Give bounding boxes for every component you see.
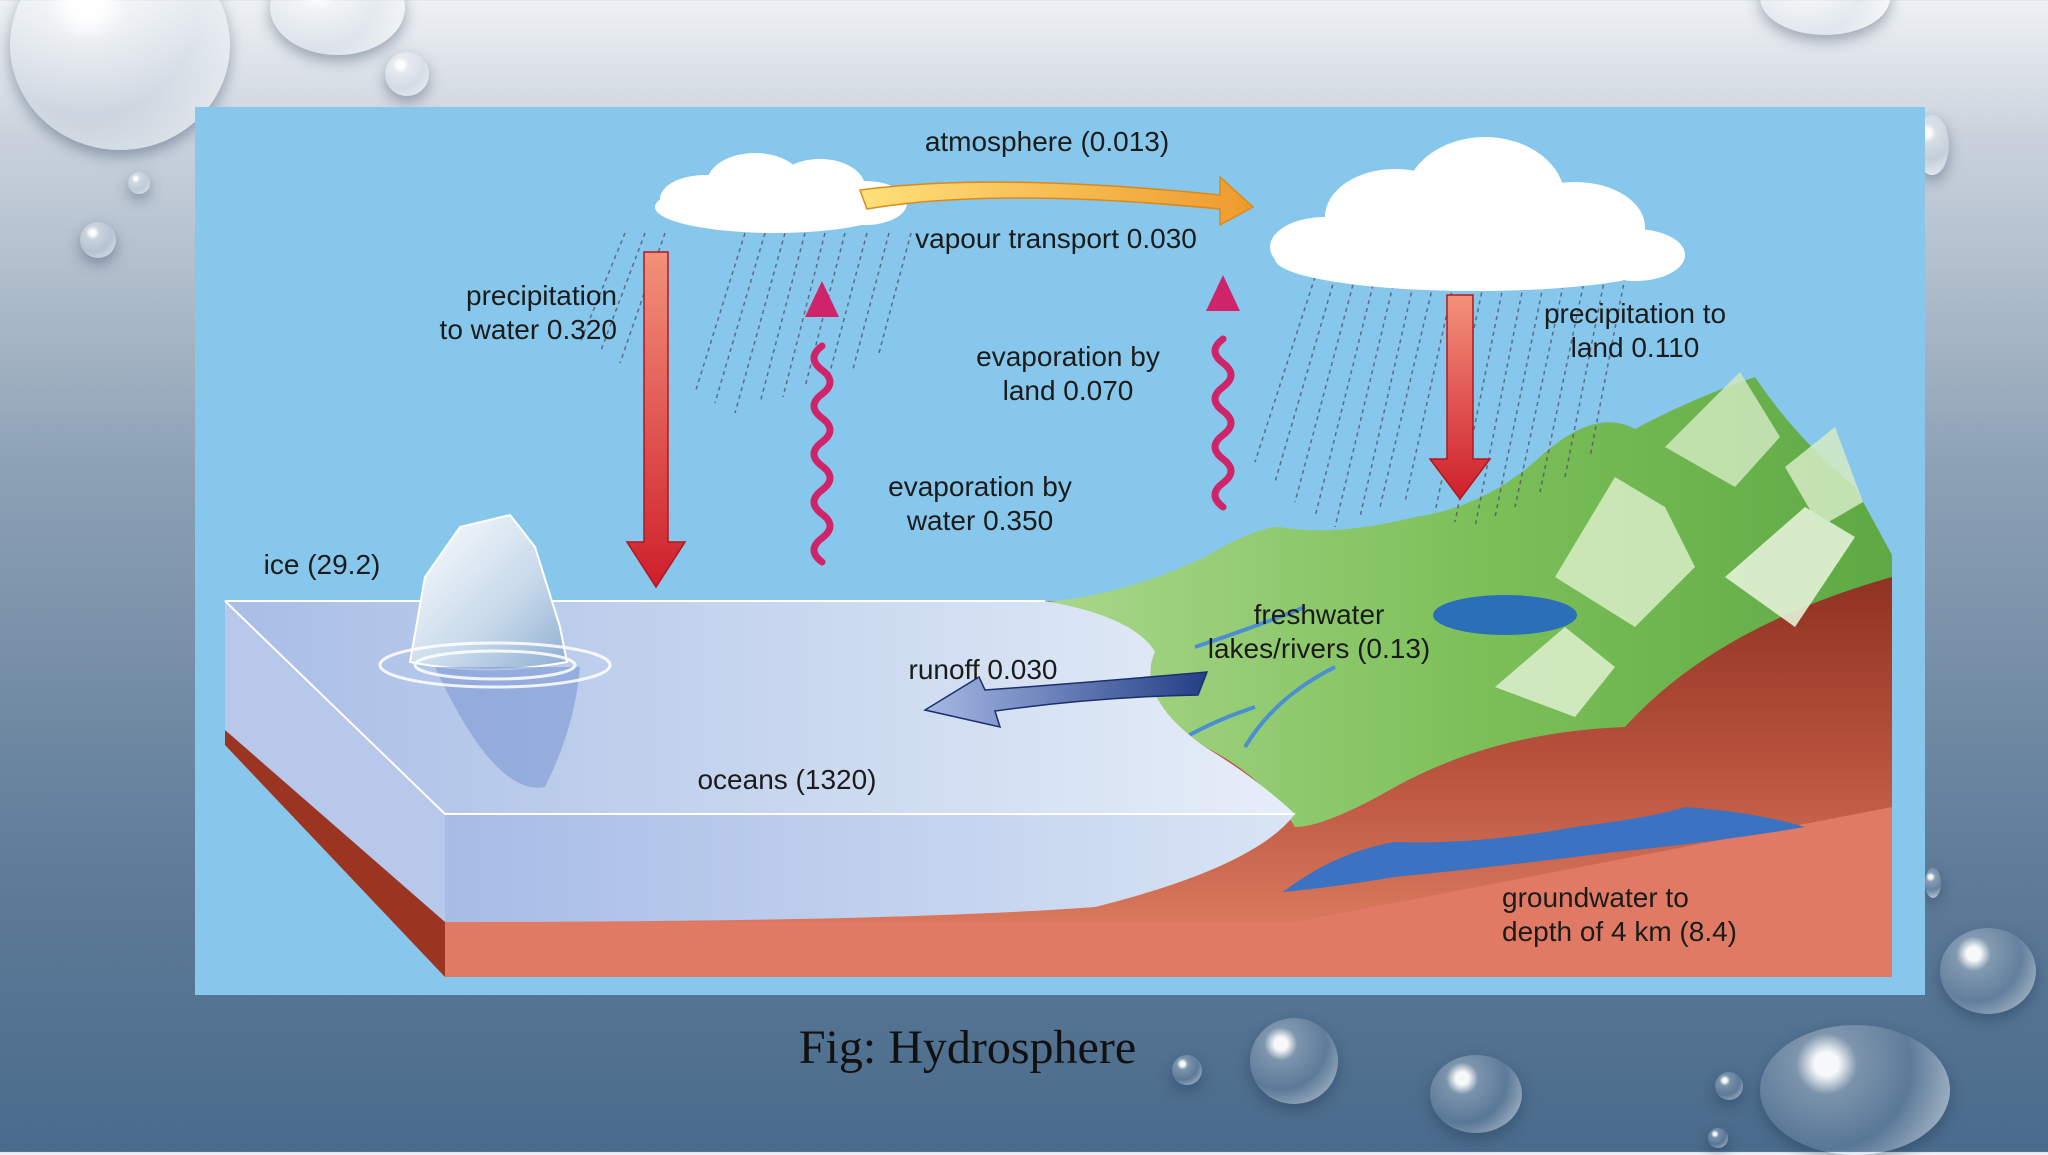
- precipitation-to-water-value: to water 0.320: [440, 314, 617, 345]
- runoff-arrow: [923, 671, 1209, 729]
- soil-front: [445, 807, 1892, 977]
- mountain-peak: [1555, 477, 1695, 627]
- water-droplet-decoration: [1430, 1055, 1522, 1133]
- groundwater-value: depth of 4 km (8.4): [1502, 916, 1737, 947]
- water-droplet-decoration: [1760, 0, 1890, 35]
- cloud-left: [655, 153, 907, 233]
- water-droplet-decoration: [270, 0, 405, 55]
- precipitation-to-water-arrow: [625, 251, 687, 589]
- precipitation-to-land-label: precipitation to: [1544, 298, 1726, 329]
- water-droplet-decoration: [385, 52, 429, 96]
- cloud-right: [1270, 137, 1685, 291]
- mountain-peak: [1495, 627, 1615, 717]
- freshwater-label: freshwater: [1254, 599, 1385, 630]
- evaporation-by-land-value: land 0.070: [1003, 375, 1134, 406]
- evaporation-by-land-wave: [1211, 335, 1235, 511]
- evaporation-by-land-label: evaporation by: [976, 341, 1160, 372]
- groundwater-lens: [1283, 807, 1805, 892]
- mountain-peak: [1785, 427, 1863, 527]
- evaporation-by-water-value: water 0.350: [906, 505, 1053, 536]
- water-droplet-decoration: [1172, 1055, 1202, 1085]
- iceberg-ripple: [378, 641, 612, 689]
- precipitation-to-land-arrow: [1428, 294, 1492, 501]
- vapour-transport-label: vapour transport 0.030: [915, 223, 1197, 254]
- precipitation-to-land-value: land 0.110: [1571, 332, 1700, 363]
- figure-caption: Fig: Hydrosphere: [798, 1021, 1137, 1074]
- water-droplet-decoration: [1715, 1072, 1743, 1100]
- runoff-label: runoff 0.030: [909, 654, 1058, 685]
- iceberg-ripple: [413, 649, 577, 681]
- evaporation-by-water-wave: [810, 342, 834, 566]
- ocean-edge-highlight: [224, 600, 1295, 815]
- water-droplet-decoration: [1940, 928, 2036, 1014]
- precipitation-to-water-label: precipitation: [466, 280, 617, 311]
- mountain-peak: [1665, 372, 1780, 487]
- rain-streaks: [579, 232, 912, 414]
- water-droplet-decoration: [1250, 1018, 1338, 1104]
- water-droplet-decoration: [1760, 1025, 1950, 1155]
- ocean-side-face: [225, 601, 445, 922]
- iceberg-shadow: [435, 667, 580, 788]
- water-droplet-decoration: [80, 222, 116, 258]
- ice-label: ice (29.2): [264, 549, 381, 580]
- evaporation-by-land-arrowhead: [1206, 275, 1240, 311]
- vapour-transport-arrow: [858, 175, 1255, 227]
- freshwater-value: lakes/rivers (0.13): [1208, 633, 1431, 664]
- water-droplet-decoration: [128, 172, 150, 194]
- groundwater-label: groundwater to: [1502, 882, 1689, 913]
- freshwater-lake: [1433, 595, 1577, 635]
- water-droplet-decoration: [1925, 868, 1941, 898]
- hydrosphere-diagram: atmosphere (0.013) vapour transport 0.03…: [195, 107, 1925, 995]
- water-droplet-decoration: [1708, 1128, 1728, 1148]
- oceans-label: oceans (1320): [697, 764, 876, 795]
- mountain-peak: [1725, 507, 1855, 627]
- evaporation-by-water-label: evaporation by: [888, 471, 1072, 502]
- evaporation-by-water-arrowhead: [805, 281, 839, 317]
- ocean-front-face: [445, 814, 1295, 922]
- atmosphere-label: atmosphere (0.013): [925, 126, 1169, 157]
